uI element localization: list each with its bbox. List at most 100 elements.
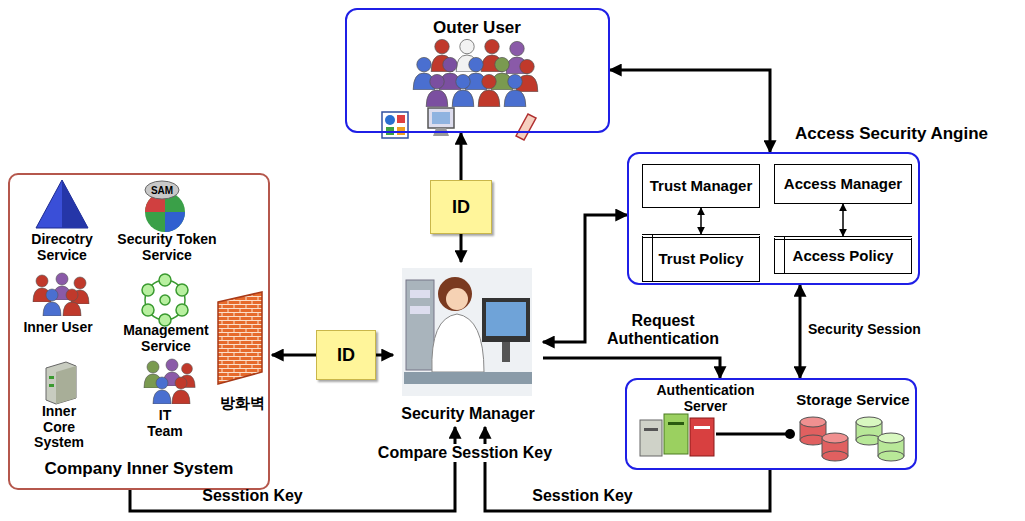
management-network <box>176 304 188 316</box>
node-text: Access Manager <box>784 176 902 193</box>
management-network <box>176 284 188 296</box>
node-text: Trust Policy <box>658 251 743 268</box>
management-network <box>142 274 188 326</box>
connector-arrow <box>543 215 627 342</box>
part-label: Compare Sesstion Key <box>350 444 580 462</box>
policy-store: Access Policy <box>774 236 912 274</box>
core-server-icon <box>49 384 54 387</box>
node-text: 방화벽 <box>212 395 272 412</box>
it-team-crowd <box>172 377 190 404</box>
edge-label: Sesstion Key <box>520 487 645 505</box>
node-text: Access Policy <box>793 248 894 265</box>
edge-label: Security Session <box>808 322 921 338</box>
device-icons <box>382 108 536 140</box>
node-text: Authentication Server <box>643 383 768 414</box>
part-label: Management Service <box>114 323 218 354</box>
server-icons <box>716 433 790 436</box>
management-network <box>142 304 154 316</box>
management-network <box>142 284 154 296</box>
security-manager-figure <box>406 280 434 370</box>
outer-user-crowd <box>478 74 500 106</box>
device-icons <box>382 112 408 138</box>
token-service-icon <box>145 181 179 199</box>
security-manager-figure <box>438 277 472 311</box>
outer-user-crowd <box>452 74 474 106</box>
manager-box: Access Manager <box>774 164 912 204</box>
server-icons <box>640 414 795 456</box>
device-icons <box>428 108 454 128</box>
token-service-icon <box>145 181 185 232</box>
connector-arrow <box>700 208 702 234</box>
device-icons <box>386 127 394 135</box>
server-icons <box>644 428 658 431</box>
firewall-icon <box>218 292 262 384</box>
part-label: SAM <box>147 185 177 196</box>
part-label: Inner User <box>8 320 108 336</box>
device-icons <box>397 115 405 123</box>
edge-label: Request Authentication <box>594 312 732 348</box>
directory-pyramid <box>36 180 88 228</box>
id-note: ID <box>430 180 492 234</box>
directory-pyramid <box>62 180 88 228</box>
device-icons <box>397 127 405 135</box>
node-text: Security Manager <box>393 405 543 423</box>
inner-user-crowd <box>63 289 81 316</box>
connector-arrow <box>799 285 802 378</box>
node-text: Access Security Angine <box>795 124 988 143</box>
server-icons <box>640 420 662 456</box>
security-manager-figure <box>410 290 430 298</box>
node-text: ID <box>337 345 355 365</box>
connector-arrow <box>460 133 463 180</box>
firewall-node: 방화벽 <box>212 298 272 418</box>
security-manager-figure <box>502 342 510 362</box>
node-text: Company Inner System <box>10 459 268 478</box>
connector-arrow <box>543 358 720 378</box>
storage-icons <box>800 417 904 461</box>
security-manager-figure <box>402 268 532 396</box>
it-team-crowd <box>153 377 171 404</box>
security-manager-figure <box>402 268 532 396</box>
storage-icons <box>822 433 848 443</box>
it-team-crowd <box>144 359 195 404</box>
part-label: Security Token Service <box>112 232 222 263</box>
core-server-icon <box>49 376 54 379</box>
node-text: Outer User <box>347 18 607 37</box>
connector-arrow <box>272 354 316 357</box>
device-icons <box>385 115 395 125</box>
server-icons <box>785 429 795 439</box>
server-icons <box>664 414 688 454</box>
user-group-box: Outer User <box>345 8 610 133</box>
part-label: Inner Core System <box>30 404 88 451</box>
connector-arrow <box>460 234 463 262</box>
label-patch: Compare Sesstion Key <box>375 444 555 462</box>
server-icons <box>668 422 684 425</box>
security-manager-figure <box>432 314 484 372</box>
device-icons <box>516 114 536 140</box>
outer-user-crowd <box>413 39 538 106</box>
server-icons <box>694 426 710 429</box>
manager-box: Trust Manager <box>642 164 760 208</box>
connector-arrow <box>610 70 770 152</box>
firewall-icon <box>218 292 262 384</box>
storage-icons <box>878 451 904 461</box>
auth-storage-box: Authentication ServerStorage Service <box>625 378 917 470</box>
security-manager: Security Manager <box>393 262 543 427</box>
connector-arrow <box>376 354 393 357</box>
id-note: ID <box>316 330 376 380</box>
policy-store: Trust Policy <box>642 234 760 282</box>
core-server-icon <box>46 362 76 404</box>
outer-user-crowd <box>504 74 526 106</box>
engine-box: Access Security AngineTrust ManagerAcces… <box>627 152 920 285</box>
security-manager-figure <box>486 302 526 336</box>
security-manager-figure <box>404 372 532 384</box>
core-server-icon <box>46 362 76 404</box>
edge-label: Sesstion Key <box>190 487 315 505</box>
storage-icons <box>878 433 904 443</box>
security-manager-figure <box>410 306 430 314</box>
storage-icons <box>800 417 826 427</box>
device-icons <box>432 112 450 124</box>
security-manager-figure <box>482 298 530 342</box>
connector-arrow <box>842 204 844 236</box>
security-manager-figure <box>446 288 468 310</box>
server-icons <box>690 418 714 456</box>
